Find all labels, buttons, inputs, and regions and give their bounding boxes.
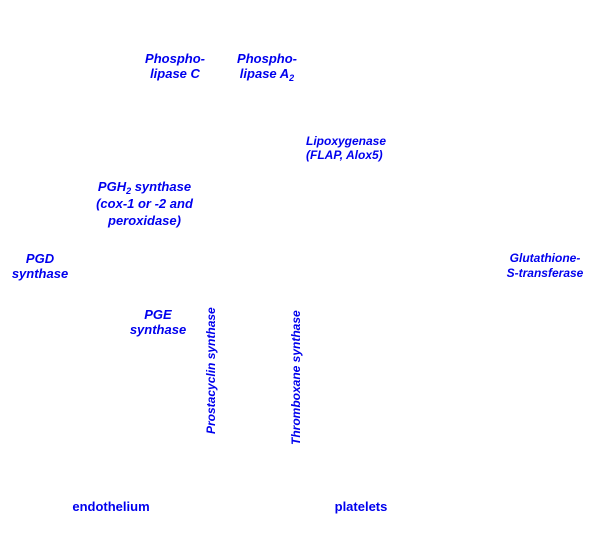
label-line: (cox-1 or -2 and bbox=[96, 196, 193, 211]
label-glutathione-s-transferase: Glutathione- S-transferase bbox=[495, 251, 595, 281]
subscript: 2 bbox=[126, 186, 132, 196]
label-line: PGD bbox=[25, 251, 55, 266]
label-line: peroxidase) bbox=[108, 213, 181, 228]
label-line: synthase bbox=[11, 266, 69, 281]
label-line: S-transferase bbox=[506, 266, 584, 280]
label-line: Glutathione- bbox=[509, 251, 581, 265]
label-pgd-synthase: PGD synthase bbox=[4, 251, 76, 281]
label-prostacyclin-synthase: Prostacyclin synthase bbox=[204, 307, 218, 435]
label-line: Phospho- bbox=[237, 51, 297, 66]
label-line: synthase bbox=[129, 322, 187, 337]
label-line: PGH2 synthase bbox=[97, 179, 192, 196]
label-line: Phospho- bbox=[145, 51, 205, 66]
label-line: Lipoxygenase bbox=[306, 134, 387, 148]
label-thromboxane-synthase: Thromboxane synthase bbox=[289, 310, 303, 446]
label-pgh2-synthase: PGH2 synthase (cox-1 or -2 and peroxidas… bbox=[72, 178, 217, 229]
label-lipoxygenase: Lipoxygenase (FLAP, Alox5) bbox=[306, 134, 416, 162]
label-line: lipase A2 bbox=[239, 66, 295, 83]
label-pge-synthase: PGE synthase bbox=[122, 307, 194, 337]
subscript: 2 bbox=[289, 73, 295, 83]
label-phospholipase-c: Phospho- lipase C bbox=[137, 51, 213, 81]
label-platelets: platelets bbox=[334, 499, 388, 514]
label-line: lipase C bbox=[150, 66, 200, 81]
label-endothelium: endothelium bbox=[72, 499, 150, 514]
label-line: (FLAP, Alox5) bbox=[306, 148, 383, 162]
label-line: PGE bbox=[144, 307, 172, 322]
label-phospholipase-a2: Phospho- lipase A2 bbox=[229, 51, 305, 83]
